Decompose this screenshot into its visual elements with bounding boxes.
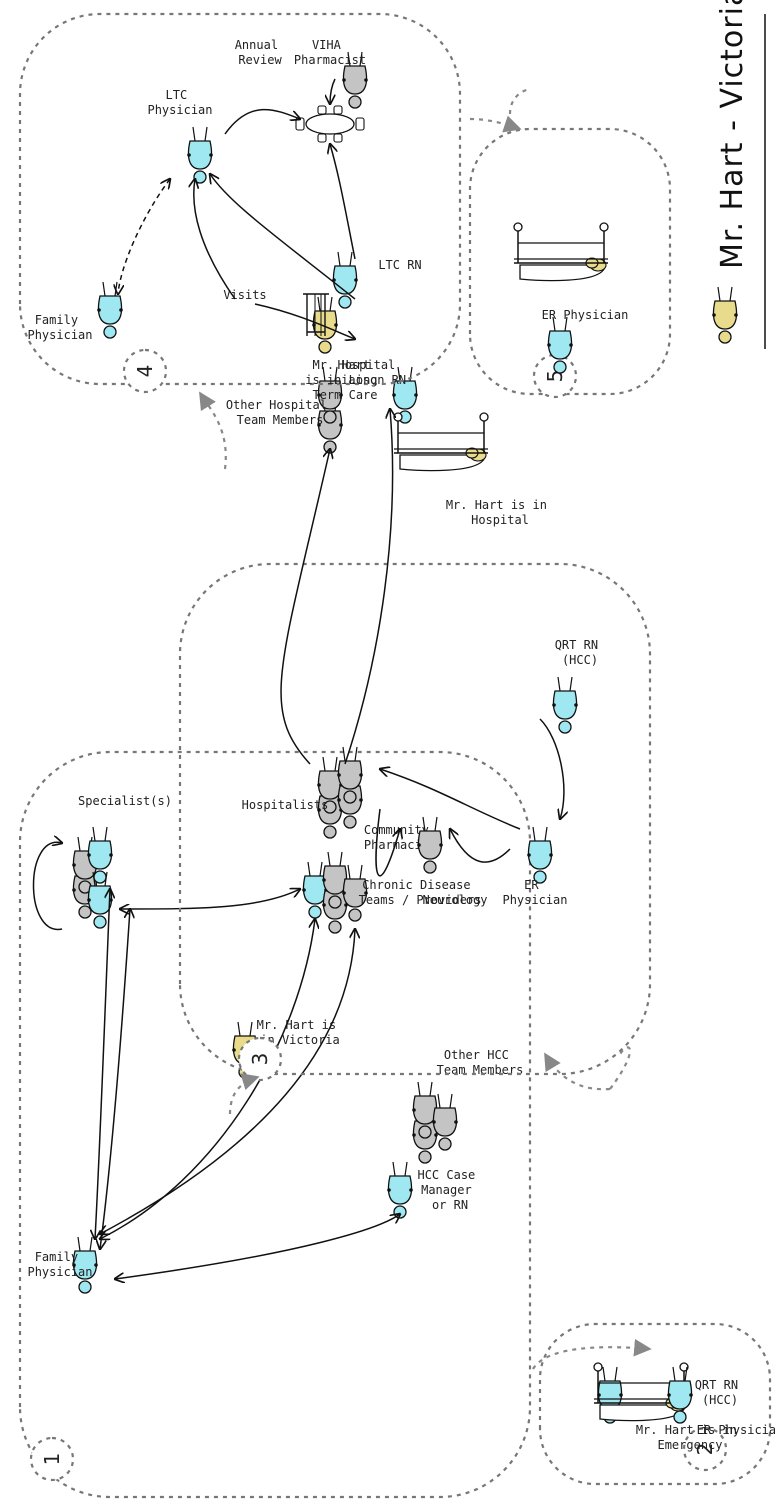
flow-2-return bbox=[609, 1046, 632, 1090]
flow-2-to-1 bbox=[544, 1052, 611, 1091]
annual-review-table bbox=[295, 105, 365, 143]
specialist-figures bbox=[71, 826, 114, 929]
family-ltc-dashed-arrow bbox=[118, 179, 170, 294]
specialists-pharmacist-arrow bbox=[120, 889, 300, 909]
hcc-case-manager-label: HCC Case Manager or RN bbox=[417, 1168, 482, 1212]
scene-5: 5 ER Physician bbox=[468, 127, 672, 399]
hospitalists-figures bbox=[316, 746, 364, 839]
flow-1-to-3 bbox=[228, 1073, 260, 1115]
chronic-disease-label: Chronic Disease Teams / Providers bbox=[359, 878, 482, 907]
scene-1-number-badge bbox=[29, 1436, 75, 1482]
er-bed-scene-5 bbox=[513, 222, 609, 282]
family-physician-figure-scene-4 bbox=[96, 281, 124, 339]
ltcrn-ltc-arrow bbox=[210, 174, 356, 300]
flow-4-to-5 bbox=[469, 115, 522, 133]
ltcrn-review-arrow bbox=[330, 144, 356, 260]
other-hcc-figures bbox=[411, 1081, 459, 1164]
neurology-hospitalists-arrow bbox=[375, 808, 400, 877]
mr-hart-label-scene-2: Mr. Hart is in Emergency bbox=[636, 1423, 744, 1452]
hospital-liaison-label: Hospital Liaison RN bbox=[334, 358, 406, 387]
scene-3-region bbox=[178, 562, 652, 1076]
scene-1: 1 Specialist(s) Community Pharmacist Fam… bbox=[18, 750, 532, 1499]
mr-hart-ltc-figure bbox=[302, 293, 339, 354]
mr-hart-label-scene-4: Mr. Hart is in Long Term Care bbox=[305, 358, 384, 402]
scene-flow-arrows bbox=[199, 87, 652, 1370]
family-pharmacist-arrow bbox=[100, 919, 315, 1239]
visits-patient-arrow bbox=[254, 303, 355, 339]
scene-4-region bbox=[18, 12, 462, 386]
er-physician-label-scene-2: ER Physician bbox=[697, 1423, 775, 1437]
scene-3-number-badge bbox=[237, 1036, 283, 1082]
qrt-rn-label-scene-2: QRT RN (HCC) bbox=[695, 1378, 746, 1407]
other-hospital-label: Other Hospital Team Members bbox=[226, 398, 334, 427]
qrt-rn-figure-scene-3 bbox=[551, 676, 579, 734]
ltc-rn-label: LTC RN bbox=[378, 258, 421, 272]
qrt-er-arrow bbox=[539, 718, 564, 819]
er-hospitalists-arrow bbox=[380, 769, 521, 830]
neurology-label: Neurology bbox=[422, 893, 487, 907]
flow-1-to-2 bbox=[532, 1338, 652, 1370]
scene-2-number-badge bbox=[682, 1426, 728, 1472]
ltc-rn-figure bbox=[331, 251, 359, 309]
scene-4-number: 4 bbox=[133, 365, 157, 378]
er-physician-label-scene-3: ER Physician bbox=[502, 878, 567, 907]
scene-3-connections bbox=[280, 409, 564, 877]
scene-1-region bbox=[18, 750, 532, 1499]
mr-hart-title-figure bbox=[711, 286, 739, 344]
hospitalists-label: Hospitalists bbox=[242, 798, 329, 812]
ltc-physician-label: LTC Physician bbox=[147, 88, 212, 117]
scene-4-number-badge bbox=[122, 348, 168, 394]
specialists-self-arrow bbox=[32, 842, 63, 930]
hospitalists-liaison-arrow bbox=[344, 409, 393, 765]
flow-3-to-4 bbox=[199, 391, 227, 470]
scene-1-connections bbox=[32, 842, 401, 1279]
ltc-physician-figure bbox=[186, 126, 214, 184]
flow-4-stub bbox=[508, 87, 531, 115]
hospitalists-other-arrow bbox=[280, 449, 330, 765]
family-physician-label-scene-4: Family Physician bbox=[27, 313, 92, 342]
er-physician-label-scene-5: ER Physician bbox=[542, 308, 629, 322]
family-physician-label: Family Physician bbox=[27, 1250, 92, 1279]
specialists-family-arrow-2 bbox=[100, 909, 130, 1249]
diagram-title: Mr. Hart - Victoria bbox=[715, 0, 750, 269]
hcc-case-manager-figure bbox=[386, 1161, 414, 1219]
other-hcc-label: Other HCC Team Members bbox=[437, 1048, 524, 1077]
scene-4: 4 Family Physician LTC Physician Annual … bbox=[18, 12, 462, 402]
er-neurology-arrow bbox=[450, 829, 511, 863]
scene-1-number: 1 bbox=[40, 1453, 64, 1466]
scene-3: 3 Hospitalists Other Hospital Team Membe… bbox=[178, 358, 652, 1082]
ltc-review-arrow bbox=[224, 108, 300, 135]
specialists-label: Specialist(s) bbox=[78, 794, 172, 808]
title-block: Mr. Hart - Victoria bbox=[711, 0, 766, 349]
viha-pharmacist-label: VIHA Pharmacist bbox=[294, 38, 366, 67]
scene-2: 2 ER Physician Mr. Hart is in Emergency … bbox=[538, 1322, 775, 1486]
visits-ltc-arrow bbox=[194, 179, 236, 300]
scene-3-number: 3 bbox=[248, 1053, 272, 1066]
family-chronic-arrow bbox=[100, 929, 355, 1234]
scene-4-connections bbox=[118, 78, 356, 339]
scene-2-number: 2 bbox=[693, 1443, 717, 1456]
viha-review-arrow bbox=[330, 78, 336, 104]
qrt-rn-label-scene-3: QRT RN (HCC) bbox=[555, 638, 606, 667]
family-hcc-arrow bbox=[115, 1214, 400, 1279]
scene-5-region bbox=[468, 127, 672, 396]
mr-hart-label-scene-3: Mr. Hart is in Hospital bbox=[446, 498, 554, 527]
annual-review-label: Annual Review bbox=[235, 38, 286, 67]
